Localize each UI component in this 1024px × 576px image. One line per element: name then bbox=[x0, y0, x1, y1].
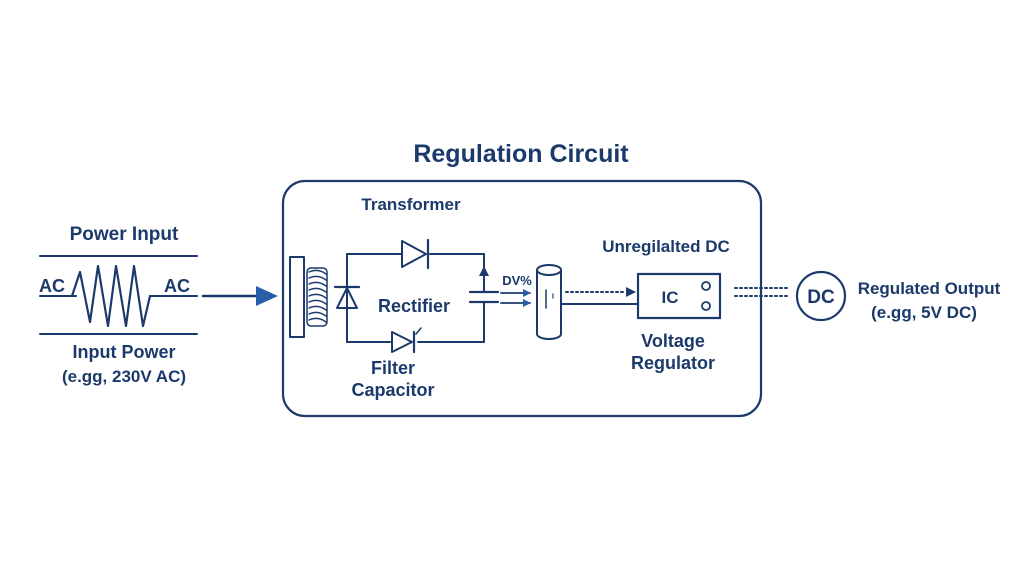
capacitor-icon bbox=[468, 290, 500, 304]
transformer-core bbox=[289, 256, 305, 338]
dv-percent-label: DV% bbox=[502, 273, 532, 288]
capacitor-up-arrow bbox=[479, 266, 489, 276]
transformer-label: Transformer bbox=[361, 195, 461, 214]
ic-pin-bottom bbox=[701, 301, 711, 311]
ac-waveform bbox=[70, 264, 152, 328]
rectifier-diode-icon bbox=[333, 285, 361, 309]
ic-pin-top bbox=[701, 281, 711, 291]
dc-output-circle bbox=[795, 270, 847, 322]
ic-label: IC bbox=[662, 288, 679, 307]
cylinder-capacitor-icon bbox=[536, 264, 562, 340]
input-arrow-head bbox=[256, 286, 278, 306]
diagram-title: Regulation Circuit bbox=[413, 140, 629, 168]
circuit-box bbox=[281, 179, 763, 418]
cylinder-to-ic-arrowhead bbox=[626, 287, 636, 297]
top-diode-icon bbox=[401, 238, 430, 270]
ac-right-label: AC bbox=[164, 276, 190, 296]
dc-output-symbol: DC bbox=[807, 287, 835, 308]
transformer-coil bbox=[306, 267, 328, 327]
input-caption-line2: (e.gg, 230V AC) bbox=[62, 367, 186, 386]
power-input-header: Power Input bbox=[70, 224, 179, 245]
filter-label-line1: Filter bbox=[371, 358, 415, 378]
rectifier-label: Rectifier bbox=[378, 296, 450, 316]
regulated-output-label-line2: (e.gg, 5V DC) bbox=[871, 303, 977, 322]
regulator-label-line1: Voltage bbox=[641, 331, 705, 351]
ac-left-label: AC bbox=[39, 276, 65, 296]
regulator-label-line2: Regulator bbox=[631, 353, 715, 373]
unregulated-dc-label: Unregilalted DC bbox=[602, 237, 730, 256]
bottom-diode-icon bbox=[391, 327, 422, 354]
regulated-output-label-line1: Regulated Output bbox=[858, 279, 1001, 298]
input-caption-line1: Input Power bbox=[73, 342, 176, 362]
filter-label-line2: Capacitor bbox=[351, 380, 434, 400]
ic-chip bbox=[636, 272, 722, 320]
